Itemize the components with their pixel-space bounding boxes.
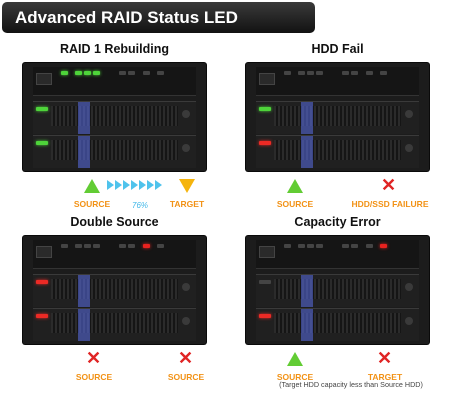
panel-hdd-fail: HDD Fail ✕ SOURCE HDD/SSD FAILURE: [225, 41, 450, 221]
panel-title: Double Source: [70, 215, 159, 229]
source-label-2: SOURCE: [167, 372, 205, 382]
panel-raid1-rebuilding: RAID 1 Rebuilding 76% SOURCE TARGET: [2, 41, 227, 221]
panel-title: RAID 1 Rebuilding: [59, 42, 170, 56]
panel-title: HDD Fail: [311, 42, 364, 56]
drive-bay-2: [256, 308, 419, 341]
led-panel: [33, 240, 196, 269]
page-title: Advanced RAID Status LED Indicators: [2, 2, 315, 58]
rebuild-progress: 76%: [132, 201, 149, 210]
drive-bay-2: [33, 308, 196, 341]
drive-bay-1: [33, 274, 196, 307]
raid-enclosure: [23, 63, 206, 171]
drive-bay-2: [256, 135, 419, 168]
panel-capacity-error: Capacity Error ✕ SOURCE TARGET: [225, 214, 450, 394]
source-label: SOURCE: [276, 372, 314, 382]
fail-cross-icon: ✕: [86, 348, 102, 368]
raid-enclosure: [246, 236, 429, 344]
target-triangle-icon: [179, 179, 195, 193]
source-triangle-icon: [84, 179, 100, 193]
source-label: SOURCE: [75, 372, 113, 382]
failure-label: HDD/SSD FAILURE: [351, 199, 429, 209]
drive-bay-1: [256, 101, 419, 134]
target-label: TARGET: [367, 372, 403, 382]
panel-double-source: Double Source ✕ ✕ SOURCE SOURCE: [2, 214, 227, 394]
drive-bay-2: [33, 135, 196, 168]
led-panel: [33, 67, 196, 96]
led-panel: [256, 240, 419, 269]
panel-title: Capacity Error: [294, 215, 381, 229]
target-label: TARGET: [169, 199, 205, 209]
progress-arrows-icon: [107, 180, 162, 190]
source-label: SOURCE: [276, 199, 314, 209]
raid-enclosure: [23, 236, 206, 344]
fail-cross-icon: ✕: [178, 348, 194, 368]
fail-cross-icon: ✕: [381, 175, 397, 195]
source-triangle-icon: [287, 352, 303, 366]
led-panel: [256, 67, 419, 96]
raid-enclosure: [246, 63, 429, 171]
source-triangle-icon: [287, 179, 303, 193]
source-label: SOURCE: [73, 199, 111, 209]
fail-cross-icon: ✕: [377, 348, 393, 368]
capacity-note: (Target HDD capacity less than Source HD…: [279, 380, 423, 389]
drive-bay-1: [33, 101, 196, 134]
drive-bay-1: [256, 274, 419, 307]
